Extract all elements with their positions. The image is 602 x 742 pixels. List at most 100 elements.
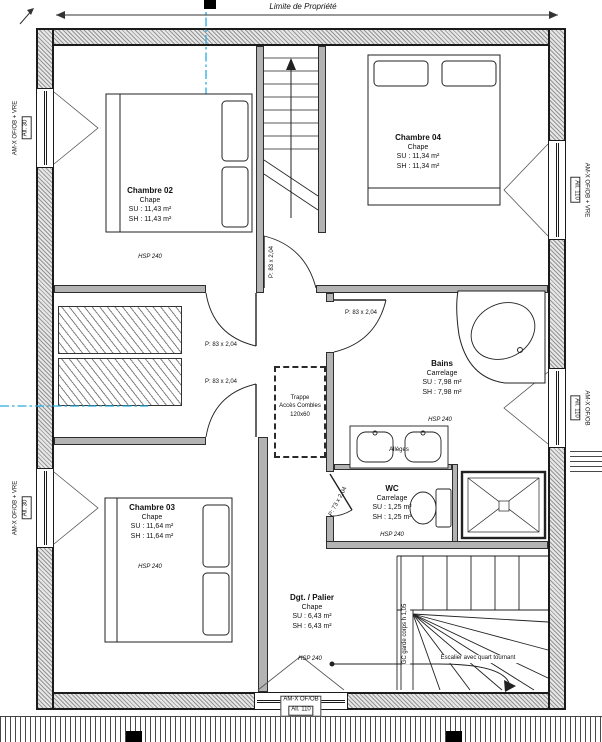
room-label-chambre-03: Chambre 03 Chape SU : 11,64 m² SH : 11,6…	[129, 503, 175, 541]
wall-bains-bottom	[326, 541, 548, 549]
closet-lower	[58, 358, 182, 406]
window-type: AM-X OF/OB + VRE	[12, 480, 19, 536]
room-floor: Chape	[301, 604, 323, 612]
window-label-left-top: AM-X OF/OB + VRE All. 30	[12, 100, 32, 156]
room-sh: SH : 7,98 m²	[422, 388, 462, 396]
room-label-chambre-04: Chambre 04 Chape SU : 11,34 m² SH : 11,3…	[395, 133, 441, 171]
attic-label-2: Accès Combles	[279, 403, 321, 410]
shower	[460, 470, 547, 540]
door-label-chambre-03: P: 83 x 2,04	[204, 379, 238, 386]
door-bains	[333, 299, 387, 353]
sinks-label: Allèges	[389, 447, 409, 454]
window-type: AM-X OF/OB + VRE	[583, 162, 590, 218]
room-name: Dgt. / Palier	[289, 593, 335, 603]
facade-hatch-right	[570, 450, 602, 472]
attic-label-3: 120x60	[290, 411, 310, 418]
window-sill: All. 110	[288, 705, 314, 716]
wall-wc-shower	[452, 464, 458, 545]
property-line-label: Limite de Propriété	[269, 1, 337, 11]
bathtub	[456, 290, 546, 384]
corner-arrow	[27, 8, 34, 15]
door-chambre-03	[205, 383, 257, 438]
window-sill: All. 30	[21, 496, 32, 520]
room-floor: Chape	[141, 514, 163, 522]
wall-chambre04-bottom	[316, 285, 548, 293]
room-su: SU : 11,43 m²	[128, 206, 172, 214]
room-su: SU : 6,43 m²	[292, 613, 332, 621]
room-sh: SH : 1,25 m²	[372, 513, 412, 521]
window-type: AM-X OF/OB + VRE	[12, 100, 19, 156]
room-sh: SH : 6,43 m²	[292, 622, 332, 630]
door-label-chambre-02: P: 83 x 2,04	[204, 342, 238, 349]
section-marker-top	[204, 0, 216, 9]
wall-stair-shaft-left	[256, 46, 264, 293]
window-sill: All. 110	[570, 177, 581, 203]
closet-upper	[58, 306, 182, 354]
attic-label-1: Trappe	[290, 395, 310, 401]
wall-stair-shaft-right	[318, 46, 326, 233]
room-label-bains: Bains Carrelage SU : 7,98 m² SH : 7,98 m…	[422, 359, 461, 397]
section-marker-bottom-right	[446, 731, 462, 742]
door-chambre-02	[205, 292, 257, 347]
door-label-shaft: P: 83 x 2,04	[269, 245, 276, 279]
hsp-wc: HSP 240	[380, 532, 404, 539]
casement-right-top	[503, 143, 549, 237]
window-label-bottom: AM-X OF/OB All. 110	[280, 695, 322, 717]
window-type: AM-X OF/OB	[283, 696, 319, 703]
room-su: SU : 1,25 m²	[372, 504, 412, 512]
room-label-chambre-02: Chambre 02 Chape SU : 11,43 m² SH : 11,4…	[127, 186, 173, 224]
room-name: Chambre 03	[129, 503, 175, 513]
room-name: Chambre 02	[127, 186, 173, 196]
window-label-right-top: AM-X OF/OB + VRE All. 110	[570, 162, 590, 218]
hsp-bains: HSP 240	[428, 417, 452, 424]
casement-right-mid	[503, 371, 549, 445]
wall-bains-left-b	[326, 352, 334, 472]
window-type: AM-X OF/OB	[583, 390, 590, 426]
hsp-palier: HSP 240	[298, 656, 322, 663]
wall-chambre02-bottom	[54, 285, 206, 293]
attic-access-hatch: Trappe Accès Combles 120x60	[274, 366, 326, 458]
room-floor: Carrelage	[376, 495, 408, 503]
wall-bains-left-a	[326, 293, 334, 302]
room-floor: Chape	[139, 197, 161, 205]
casement-left-top	[53, 91, 99, 165]
room-su: SU : 11,34 m²	[396, 153, 440, 161]
wall-chambre03-right	[258, 437, 268, 692]
casement-left-bottom	[53, 471, 99, 545]
property-line-arrow-left	[56, 11, 65, 19]
room-floor: Carrelage	[426, 370, 458, 378]
window-right-top	[548, 140, 566, 240]
wall-chambre03-top	[54, 437, 206, 445]
window-label-left-bottom: AM-X OF/OB + VRE All. 30	[12, 480, 32, 536]
room-floor: Chape	[407, 144, 429, 152]
guardrail-label: GC garde corps h 1,05	[402, 603, 410, 665]
window-label-right-mid: AM-X OF/OB All. 110	[570, 390, 590, 426]
section-marker-bottom-left	[126, 731, 142, 742]
room-name: WC	[385, 484, 399, 494]
room-name: Bains	[431, 359, 453, 369]
property-line-arrow-right	[549, 11, 558, 19]
window-left-bottom	[36, 468, 54, 548]
window-left-top	[36, 88, 54, 168]
toilet	[409, 488, 452, 528]
room-sh: SH : 11,64 m²	[130, 532, 174, 540]
bed-chambre-04	[367, 54, 501, 206]
staircase	[396, 555, 549, 691]
stair-shaft-arrow	[286, 58, 296, 70]
exterior-wall-top	[36, 28, 566, 46]
room-label-palier: Dgt. / Palier Chape SU : 6,43 m² SH : 6,…	[290, 593, 334, 631]
hsp-chambre-03: HSP 240	[138, 564, 162, 571]
door-label-wc: P: 73 x 2,04	[328, 486, 349, 518]
room-su: SU : 11,64 m²	[130, 523, 174, 531]
door-label-bains: P: 83 x 2,04	[344, 310, 378, 317]
room-sh: SH : 11,43 m²	[128, 215, 172, 223]
hsp-chambre-02: HSP 240	[138, 254, 162, 261]
room-label-wc: WC Carrelage SU : 1,25 m² SH : 1,25 m²	[372, 484, 411, 522]
room-su: SU : 7,98 m²	[422, 379, 462, 387]
window-sill: All. 110	[570, 395, 581, 421]
facade-hatch-bottom	[0, 716, 602, 742]
wall-wc-top	[334, 464, 452, 470]
stair-label: Escalier avec quart tournant	[438, 655, 518, 663]
room-name: Chambre 04	[395, 133, 441, 143]
